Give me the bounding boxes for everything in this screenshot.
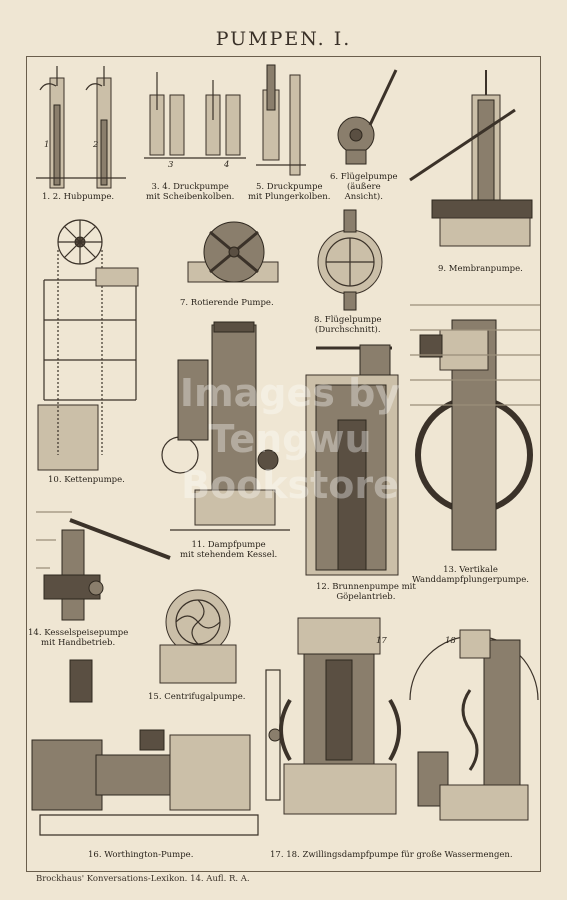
caption-well-pump: 12. Brunnenpumpe mit Göpelantrieb. xyxy=(316,582,416,602)
wing-pump-section-illustration xyxy=(317,209,383,311)
worthington-pump-illustration xyxy=(31,659,259,836)
twin-steam-pump-18-illustration xyxy=(409,629,539,821)
caption-force-pump-plunger: 5. Druckpumpe mit Plungerkolben. xyxy=(248,182,331,202)
plate-frame xyxy=(26,56,541,872)
caption-rotary-pump: 7. Rotierende Pumpe. xyxy=(180,298,274,308)
caption-force-pump-disc: 3. 4. Druckpumpe mit Scheibenkolben. xyxy=(146,182,235,202)
figure-number-2: 2 xyxy=(93,140,99,150)
boiler-feed-pump-illustration xyxy=(36,511,171,621)
well-pump-gin-drive-illustration xyxy=(305,344,399,576)
publication-footer: Brockhaus' Konversations-Lexikon. 14. Au… xyxy=(36,874,250,884)
centrifugal-pump-illustration xyxy=(159,589,237,684)
force-pump-plunger-illustration xyxy=(256,64,306,176)
steam-pump-boiler-illustration xyxy=(161,321,290,531)
watermark-text: Images by Tengwu Bookstore xyxy=(179,371,401,507)
caption-lift-pump: 1. 2. Hubpumpe. xyxy=(42,192,115,202)
figure-number-18: 18 xyxy=(445,636,456,646)
figure-number-1: 1 xyxy=(44,140,50,150)
caption-vertical-plunger-pump: 13. Vertikale Wanddampfplungerpumpe. xyxy=(412,565,529,585)
caption-chain-pump: 10. Kettenpumpe. xyxy=(48,475,125,485)
caption-boiler-feed-pump: 14. Kesselspeisepumpe mit Handbetrieb. xyxy=(28,628,129,648)
rotary-pump-illustration xyxy=(187,221,279,283)
caption-twin-steam-pump: 17. 18. Zwillingsdampfpumpe für große Wa… xyxy=(270,850,513,860)
twin-steam-pump-17-illustration xyxy=(265,617,401,815)
figure-number-4: 4 xyxy=(224,160,230,170)
figure-number-3: 3 xyxy=(168,160,174,170)
figure-number-17: 17 xyxy=(376,636,387,646)
caption-wing-pump-exterior: 6. Flügelpumpe (äußere Ansicht). xyxy=(330,172,398,202)
vertical-wall-steam-plunger-pump-illustration xyxy=(410,304,540,551)
caption-steam-pump: 11. Dampfpumpe mit stehendem Kessel. xyxy=(180,540,278,560)
diaphragm-pump-illustration xyxy=(409,70,533,247)
caption-centrifugal-pump: 15. Centrifugalpumpe. xyxy=(148,692,246,702)
caption-diaphragm-pump: 9. Membranpumpe. xyxy=(438,264,523,274)
lift-pump-illustration xyxy=(36,66,126,189)
page-title: PUMPEN. I. xyxy=(215,28,352,50)
caption-worthington-pump: 16. Worthington-Pumpe. xyxy=(88,850,194,860)
caption-wing-pump-section: 8. Flügelpumpe (Durchschnitt). xyxy=(314,315,382,335)
force-pump-disc-piston-illustration xyxy=(144,72,246,159)
chain-pump-illustration xyxy=(37,219,139,471)
wing-pump-exterior-illustration xyxy=(337,69,398,165)
